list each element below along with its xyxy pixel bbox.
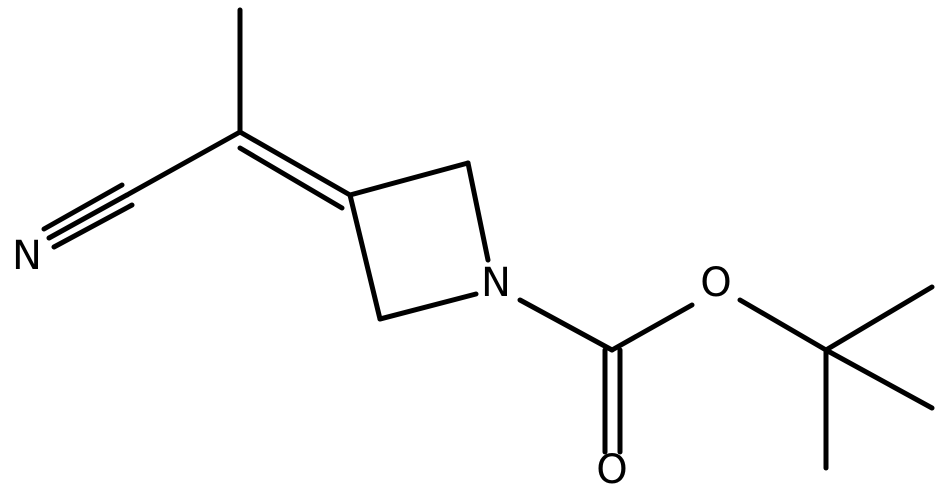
bond-ring-c2-n: [465, 160, 491, 263]
bond-nitrile-triple-2: [46, 192, 130, 241]
atom-carbonyl-o: O: [596, 447, 627, 493]
bond-nitrile-triple-1: [41, 182, 125, 232]
bond-ester-o-tbu: [737, 297, 829, 353]
bond-nitrile-triple-3: [51, 202, 135, 250]
bond-carbonyl-ester-o: [609, 302, 695, 353]
bond-exocyclic-double-2: [237, 145, 345, 211]
bond-tbu-methyl-2: [823, 347, 935, 411]
bond-tbu-methyl-1: [823, 284, 935, 353]
bond-c-to-nitrile-carbon: [124, 129, 243, 198]
atom-ester-o: O: [700, 260, 731, 306]
bond-ring-n-c4: [377, 291, 479, 322]
bond-n-carbonyl: [517, 297, 615, 353]
atom-ring-n: N: [481, 260, 511, 306]
bond-ring-c4-c3: [347, 192, 383, 322]
bond-ring-c3-c2: [347, 160, 471, 198]
atom-nitrile-n: N: [12, 233, 42, 279]
bond-exocyclic-double-1: [237, 129, 353, 198]
